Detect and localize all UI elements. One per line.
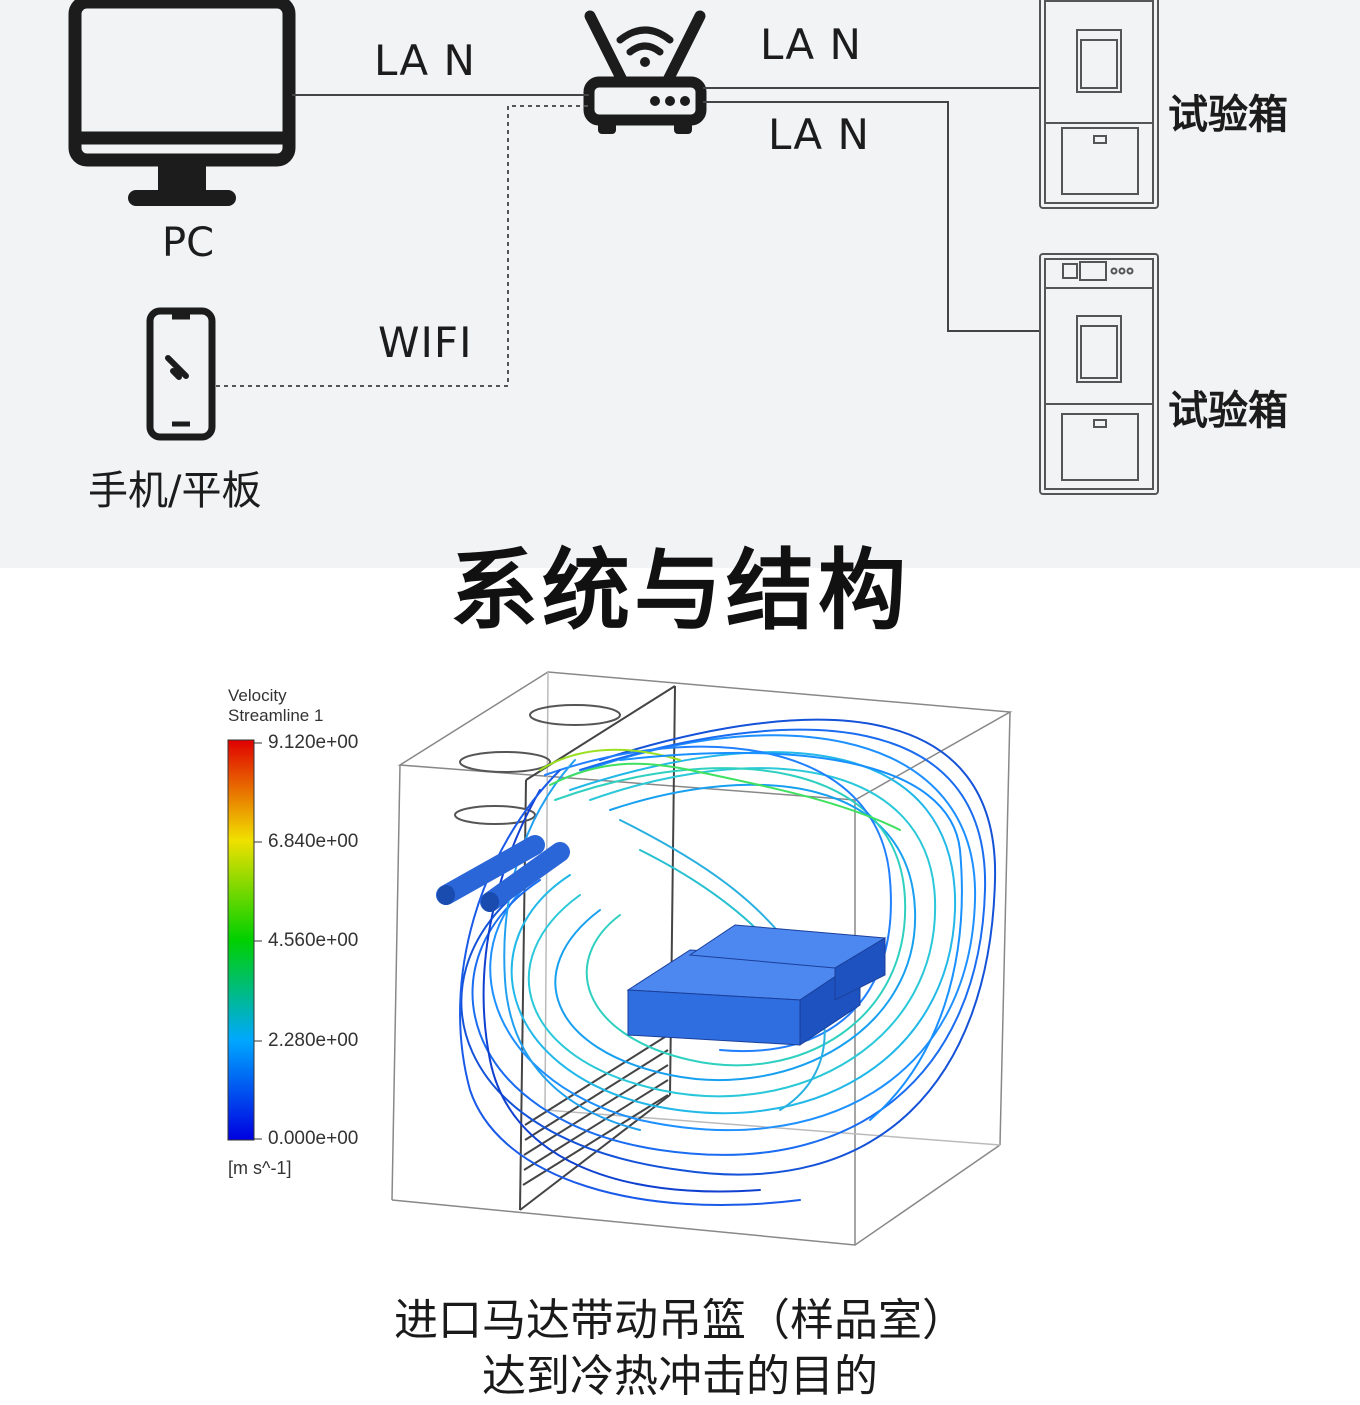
chamber-domain-wireframe bbox=[391, 671, 1013, 1246]
pc-monitor-icon bbox=[68, 0, 296, 206]
legend-tick: 2.280e+00 bbox=[268, 1030, 359, 1051]
sample-box bbox=[626, 924, 887, 1046]
test-chamber-icon-1 bbox=[1039, 0, 1159, 209]
legend-tick: 9.120e+00 bbox=[268, 732, 359, 753]
legend-unit: [m s^-1] bbox=[228, 1158, 292, 1178]
lan-lines bbox=[292, 87, 1040, 332]
legend-title-1: Velocity bbox=[228, 686, 287, 705]
phone-icon bbox=[146, 307, 216, 441]
mobile-label: 手机/平板 bbox=[88, 468, 262, 514]
caption-line-2: 达到冷热冲击的目的 bbox=[482, 1351, 878, 1402]
legend-title-2: Streamline 1 bbox=[228, 706, 324, 725]
wifi-line bbox=[216, 105, 589, 387]
chamber-label-2: 试验箱 bbox=[1168, 388, 1288, 434]
lan-label-pc: LA N bbox=[374, 36, 476, 85]
caption: 进口马达带动吊篮（样品室） 达到冷热冲击的目的 bbox=[0, 1293, 1360, 1405]
pc-label: PC bbox=[162, 220, 215, 266]
section-title: 系统与结构 bbox=[449, 539, 910, 642]
router-icon bbox=[583, 10, 707, 134]
partition-wall bbox=[519, 685, 676, 1211]
network-diagram-panel bbox=[0, 0, 1360, 568]
legend-tick: 6.840e+00 bbox=[268, 831, 359, 852]
network-diagram bbox=[68, 0, 1159, 495]
legend-tick: 0.000e+00 bbox=[268, 1128, 359, 1149]
test-chamber-icon-2 bbox=[1039, 253, 1159, 495]
velocity-streamlines bbox=[459, 718, 997, 1206]
wifi-label: WIFI bbox=[378, 318, 473, 367]
lan-label-chamber-top: LA N bbox=[760, 20, 862, 69]
velocity-color-bar bbox=[227, 739, 255, 1141]
fan-rings bbox=[454, 704, 621, 825]
lan-label-chamber-bottom: LA N bbox=[768, 110, 870, 159]
inlet-pipes bbox=[436, 835, 570, 912]
chamber-label-1: 试验箱 bbox=[1168, 92, 1288, 138]
legend-tick: 4.560e+00 bbox=[268, 930, 359, 951]
caption-line-1: 进口马达带动吊篮（样品室） bbox=[394, 1295, 966, 1346]
